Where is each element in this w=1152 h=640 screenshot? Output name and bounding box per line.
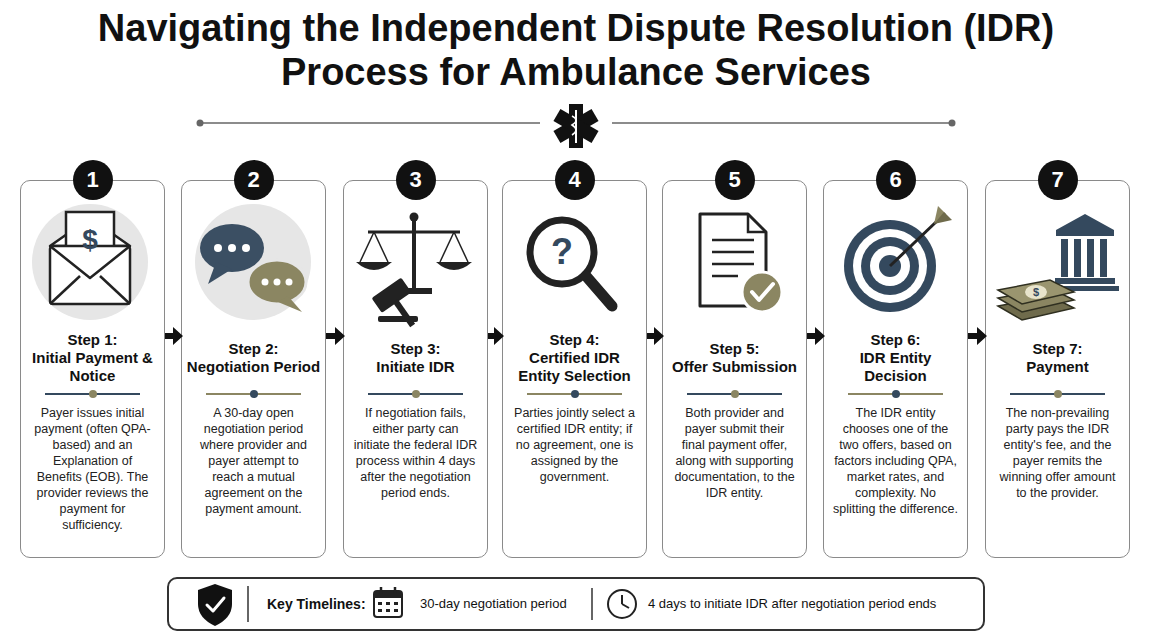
- step-number: 3: [396, 160, 436, 200]
- star-of-life-part: [553, 109, 598, 143]
- step-label: Step 7:: [1032, 340, 1082, 358]
- icon-glyph: ?: [551, 234, 573, 270]
- header-rule-part: [612, 122, 952, 124]
- step-title: IDR Entity Decision: [828, 349, 963, 385]
- step-label: Step 6:: [870, 331, 920, 349]
- step-card: 6Step 6:IDR Entity DecisionThe IDR entit…: [823, 180, 968, 558]
- header-rule: [197, 120, 956, 127]
- step-number: 5: [715, 160, 755, 200]
- step-title: Payment: [1026, 358, 1089, 376]
- step-description: The non-prevailing party pays the IDR en…: [995, 405, 1120, 501]
- star-of-life-part: [575, 110, 577, 143]
- divider-dot: [731, 390, 739, 398]
- step-description: Payer issues initial payment (often QPA-…: [30, 405, 155, 533]
- heading-area: Step 5:Offer Submission: [667, 327, 802, 389]
- star-of-life-part: [572, 116, 576, 135]
- body-area: Both provider and payer submit their fin…: [672, 405, 797, 501]
- body-area: Payer issues initial payment (often QPA-…: [30, 405, 155, 533]
- body-area: If negotiation fails, either party can i…: [353, 405, 478, 501]
- heading-area: Step 4:Certified IDR Entity Selection: [507, 327, 642, 389]
- step-number: 6: [876, 160, 916, 200]
- timeline-item: 30-day negotiation period: [420, 579, 567, 629]
- step-title: Initial Payment & Notice: [25, 349, 160, 385]
- divider-dot: [1054, 390, 1062, 398]
- body-area: The IDR entity chooses one of the two of…: [833, 405, 958, 517]
- heading-area: Step 3:Initiate IDR: [348, 327, 483, 389]
- step-number: 1: [73, 160, 113, 200]
- title: Navigating the Independent Dispute Resol…: [46, 6, 1106, 94]
- step-card: 4Step 4:Certified IDR Entity SelectionPa…: [502, 180, 647, 558]
- divider-dot: [571, 390, 579, 398]
- heading-area: Step 2:Negotiation Period: [186, 327, 321, 389]
- step-title: Negotiation Period: [187, 358, 320, 376]
- step-description: A 30-day open negotiation period where p…: [191, 405, 316, 517]
- step-card: 2Step 2:Negotiation PeriodA 30-day open …: [181, 180, 326, 558]
- step-label: Step 5:: [709, 340, 759, 358]
- step-description: Both provider and payer submit their fin…: [672, 405, 797, 501]
- step-description: The IDR entity chooses one of the two of…: [833, 405, 958, 517]
- step-label: Step 2:: [228, 340, 278, 358]
- timeline-heading: Key Timelines:: [267, 579, 366, 629]
- icon-glyph: $: [1033, 287, 1039, 298]
- body-area: Parties jointly select a certified IDR e…: [512, 405, 637, 485]
- step-number: 4: [555, 160, 595, 200]
- header-rule-part: [197, 120, 204, 127]
- step-label: Step 4:: [549, 331, 599, 349]
- divider-dot: [250, 390, 258, 398]
- star-of-life: [553, 104, 598, 148]
- step-number: 2: [234, 160, 274, 200]
- step-description: Parties jointly select a certified IDR e…: [512, 405, 637, 485]
- step-number: 7: [1038, 160, 1078, 200]
- divider-dot: [89, 390, 97, 398]
- heading-area: Step 1:Initial Payment & Notice: [25, 327, 160, 389]
- body-area: The non-prevailing party pays the IDR en…: [995, 405, 1120, 501]
- body-area: A 30-day open negotiation period where p…: [191, 405, 316, 517]
- step-title: Initiate IDR: [376, 358, 454, 376]
- divider-dot: [412, 390, 420, 398]
- star-of-life-part: [553, 109, 598, 143]
- step-card: 5Step 5:Offer SubmissionBoth provider an…: [662, 180, 807, 558]
- step-title: Offer Submission: [672, 358, 797, 376]
- heading-area: Step 6:IDR Entity Decision: [828, 327, 963, 389]
- star-of-life-part: [569, 104, 583, 148]
- timeline-bar: Key Timelines: 30-day negotiation period 4…: [167, 577, 985, 631]
- step-card: 3Step 3:Initiate IDRIf negotiation fails…: [343, 180, 488, 558]
- header-rule-part: [949, 120, 956, 127]
- step-description: If negotiation fails, either party can i…: [353, 405, 478, 501]
- step-card: 7Step 7:PaymentThe non-prevailing party …: [985, 180, 1130, 558]
- icon-glyph: $: [82, 226, 98, 254]
- step-title: Certified IDR Entity Selection: [507, 349, 642, 385]
- step-label: Step 1:: [67, 331, 117, 349]
- divider-dot: [892, 390, 900, 398]
- header-rule-part: [200, 122, 540, 124]
- timeline-item: 4 days to initiate IDR after negotiation…: [648, 579, 936, 629]
- step-label: Step 3:: [390, 340, 440, 358]
- heading-area: Step 7:Payment: [990, 327, 1125, 389]
